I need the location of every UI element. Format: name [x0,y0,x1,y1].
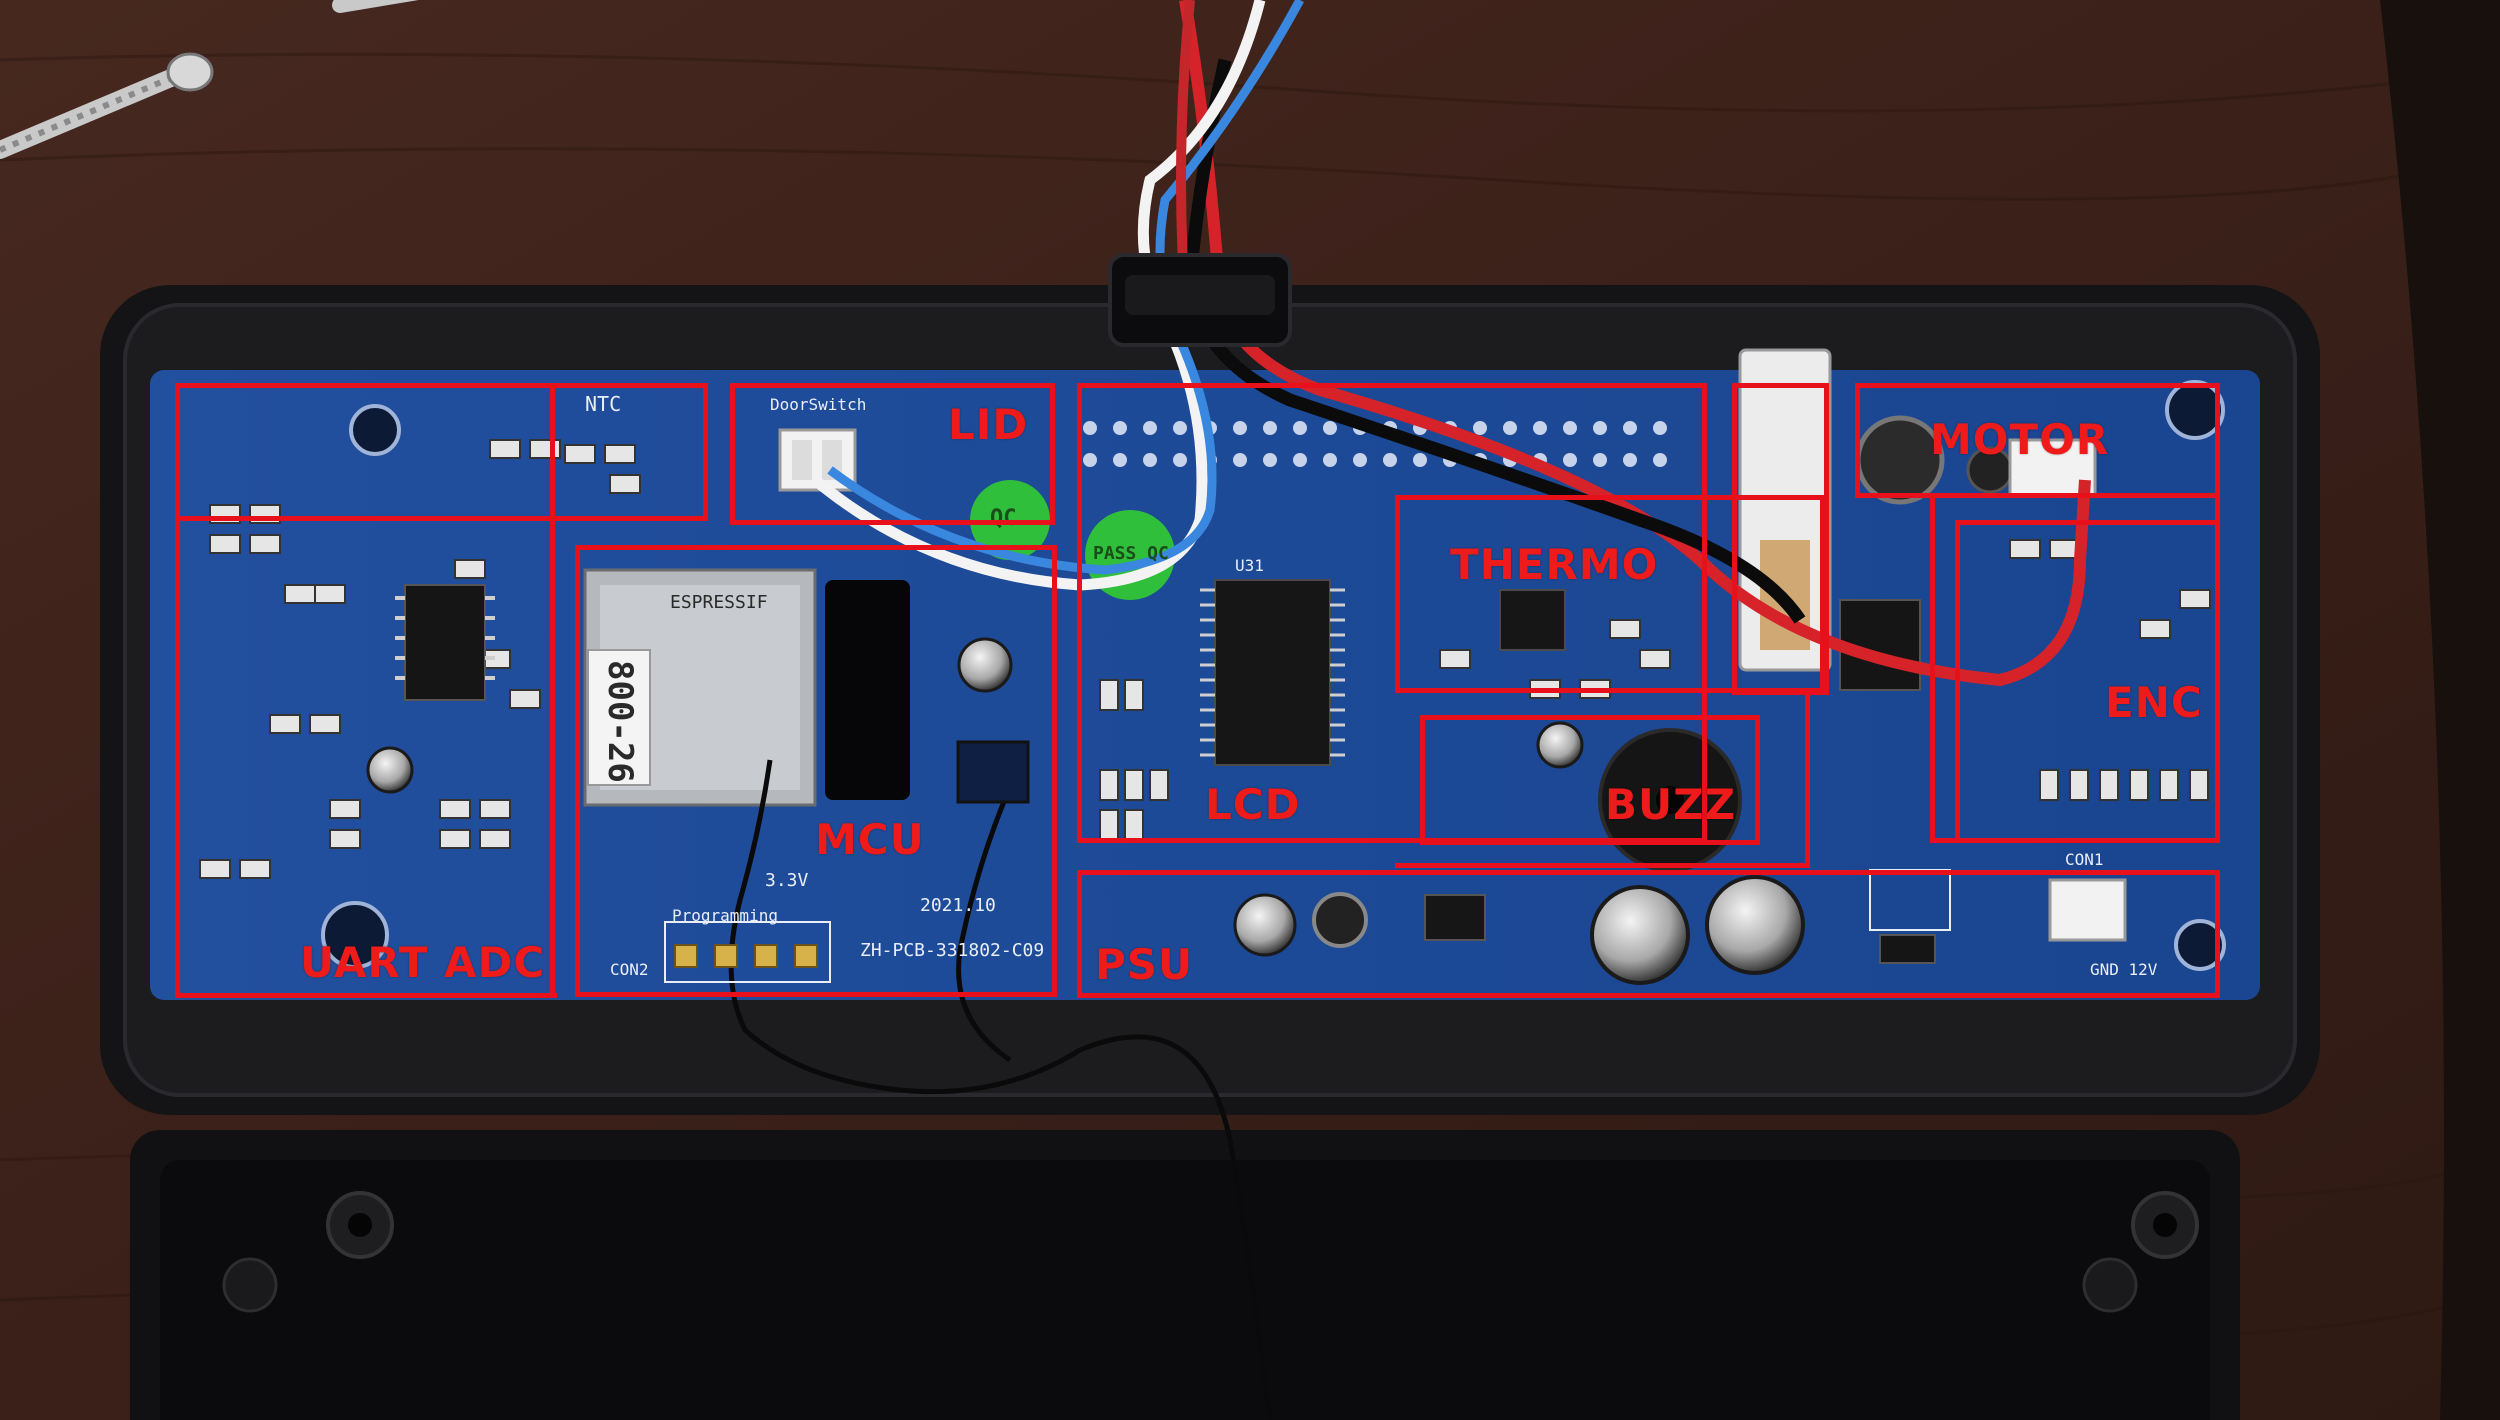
silk-ntc: NTC [585,392,622,416]
cap-psu-1 [1590,885,1690,985]
cap-c2 [1233,893,1297,957]
label-mcu: MCU [815,815,925,864]
cable-red [1179,0,2091,687]
module-sticker [587,649,651,786]
silk-u31: U31 [1235,556,1264,575]
silk-voltage: 3.3V [765,870,809,891]
qc-sticker-2-text: PASS QC [1093,543,1169,564]
region-uart-adc-lower [175,383,557,998]
label-buzz: BUZZ [1605,780,1737,829]
silk-door-switch: DoorSwitch [770,395,867,414]
antenna-wire [728,759,1273,1420]
region-uart-adc-right [550,516,557,998]
ic-u3 [404,584,486,701]
region-psu [1077,870,2220,998]
module-cutout [825,580,910,800]
region-psu-top [1395,690,1810,868]
label-psu: PSU [1095,940,1194,989]
silk-con1: CON1 [2065,850,2104,869]
region-mcu [575,545,1057,997]
cap-c6 [957,637,1013,693]
silk-programming: Programming [672,906,778,925]
region-lid [730,383,1055,525]
cap-c14 [1536,721,1584,769]
ic-u3-pins [395,596,495,680]
region-buzz [1420,715,1760,845]
region-thermo [1395,495,1825,693]
inductor-l1 [1312,892,1368,948]
dark-cloth [2380,0,2500,1420]
prog-header [674,944,818,968]
region-lcd [1077,383,1707,843]
region-enc-inner [1955,520,2220,843]
label-motor: MOTOR [1930,415,2110,464]
ic-lcd-driver [1214,579,1331,766]
label-uart-adc: UART ADC [300,938,546,987]
enclosure-bottom-inner [160,1160,2210,1420]
cable-black [1183,58,1806,624]
lcd-ic-pins [1200,588,1345,757]
region-connector-box [1732,383,1829,695]
cable-blue [827,0,1304,575]
diode-d1 [1879,934,1936,964]
silk-pcb-date: 2021.10 [920,895,996,916]
screw-post-4 [2082,1257,2138,1313]
smd-resistors-left [199,439,641,879]
mounting-holes [321,380,2226,971]
silk-con2: CON2 [610,960,649,979]
label-lid: LID [948,400,1029,449]
cap-psu-2 [1705,875,1805,975]
ic-thermo [1499,589,1566,651]
ic-u1 [1424,894,1486,941]
loose-screw-2 [332,0,419,13]
module-brand: ESPRESSIF [670,592,768,613]
con1-connector [2048,878,2127,942]
smd-enc-area [2009,539,2211,801]
screw-post-3 [222,1257,278,1313]
silk-gnd-12v: GND 12V [2090,960,2158,979]
region-uart-adc-top-right [548,383,708,521]
smd-lcd-area [1099,679,1169,841]
qc-sticker-1-text: QC [990,506,1017,531]
loose-screw-1 [0,52,214,159]
cap-c50 [366,746,414,794]
label-enc: ENC [2105,678,2203,727]
label-thermo: THERMO [1450,540,1659,589]
silk-pcb-id: ZH-PCB-331802-C09 [860,940,1045,961]
label-lcd: LCD [1205,780,1301,829]
cable-white [811,0,1266,591]
